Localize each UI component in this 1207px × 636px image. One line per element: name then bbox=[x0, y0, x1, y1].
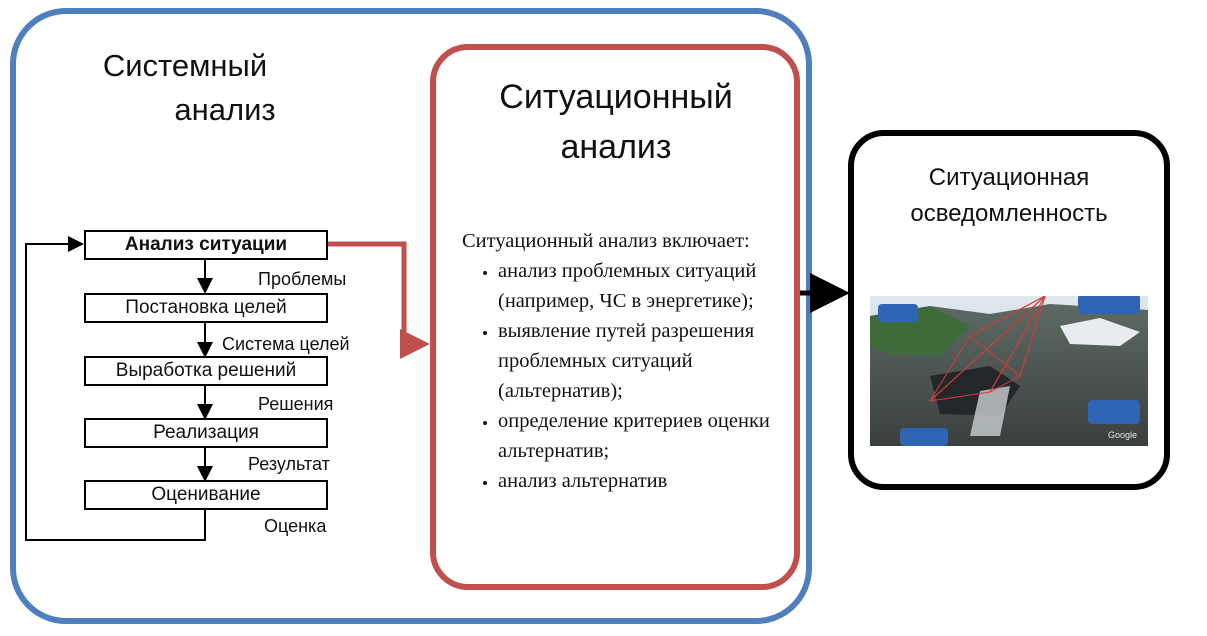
system-analysis-title-line1: Системный bbox=[102, 48, 268, 83]
output-decisions: Решения bbox=[258, 394, 334, 414]
system-analysis-title: Системный анализ bbox=[70, 44, 300, 132]
feedback-loop-line bbox=[25, 236, 206, 541]
output-goal-system: Система целей bbox=[222, 334, 350, 354]
system-analysis-title-line2: анализ bbox=[174, 92, 276, 127]
step-goal-setting: Постановка целей bbox=[84, 293, 328, 323]
list-item: определение критериев оценки альтернатив… bbox=[498, 406, 782, 466]
output-result: Результат bbox=[248, 454, 330, 474]
situational-analysis-title: Ситуационный анализ bbox=[446, 72, 786, 172]
red-connector-arrow bbox=[328, 241, 430, 359]
situational-analysis-title-line1: Ситуационный bbox=[499, 78, 733, 116]
step-situation-analysis: Анализ ситуации bbox=[84, 230, 328, 260]
situational-analysis-list: анализ проблемных ситуаций (например, ЧС… bbox=[462, 256, 782, 496]
situational-awareness-title-line2: осведомленность bbox=[910, 200, 1108, 227]
step-decision-making: Выработка решений bbox=[84, 356, 328, 386]
list-item: анализ альтернатив bbox=[498, 466, 782, 496]
list-item: анализ проблемных ситуаций (например, ЧС… bbox=[498, 256, 782, 316]
situational-analysis-body: Ситуационный анализ включает: анализ про… bbox=[462, 226, 782, 496]
step-evaluation: Оценивание bbox=[84, 480, 328, 510]
situational-awareness-title: Ситуационная осведомленность bbox=[868, 160, 1150, 232]
situational-analysis-title-line2: анализ bbox=[560, 128, 672, 166]
situational-analysis-intro: Ситуационный анализ включает: bbox=[462, 230, 750, 252]
situational-analysis-frame bbox=[430, 44, 800, 590]
map-watermark: Google bbox=[1108, 430, 1137, 440]
step-implementation: Реализация bbox=[84, 418, 328, 448]
output-problems: Проблемы bbox=[258, 269, 347, 289]
situational-awareness-frame bbox=[848, 130, 1170, 490]
terrain-map-image: Google bbox=[870, 296, 1148, 446]
system-analysis-frame bbox=[10, 8, 812, 624]
output-assessment: Оценка bbox=[264, 516, 327, 536]
situational-awareness-title-line1: Ситуационная bbox=[928, 164, 1090, 191]
list-item: выявление путей разрешения проблемных си… bbox=[498, 316, 782, 406]
